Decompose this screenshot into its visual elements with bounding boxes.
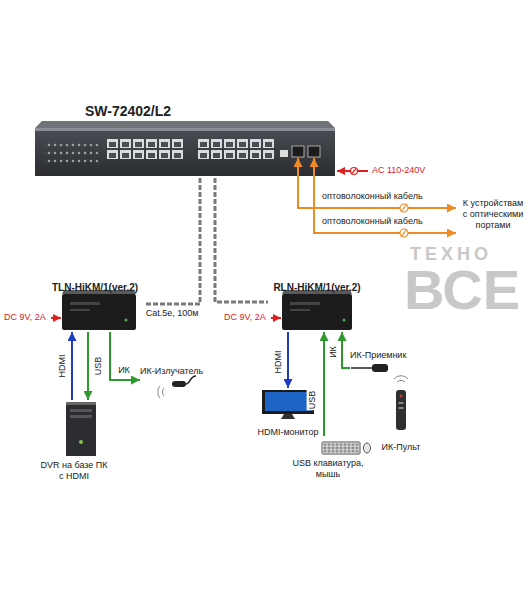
- pc-tower-top: [66, 402, 96, 405]
- device-caption: ИК-Излучатель: [140, 366, 203, 377]
- usb-arrow: [323, 332, 325, 436]
- ir-receiver: ИК-Приемник: [350, 344, 411, 374]
- ir-emitter: ИК-Излучатель: [140, 360, 208, 394]
- utp-cable: [215, 178, 268, 302]
- drive-bay: [70, 415, 92, 418]
- connector-label: USB: [93, 356, 104, 377]
- ir-arrow: [110, 332, 140, 380]
- switch-body: [35, 128, 335, 176]
- power-label: DC 9V, 2A: [4, 312, 46, 323]
- power-label: AC 110-240V: [372, 165, 425, 176]
- power-label: DC 9V, 2A: [224, 312, 266, 323]
- remote-button: [400, 395, 403, 398]
- ir-wave: [394, 376, 408, 379]
- mouse-icon: [364, 443, 371, 453]
- cable-label: оптоволоконный кабель: [322, 191, 423, 202]
- emitter-cable: [186, 376, 196, 384]
- monitor-stand: [281, 414, 295, 419]
- device-led: [125, 319, 128, 322]
- connector-label: Cat.5e, 100м: [145, 308, 200, 319]
- sfp-port: [292, 146, 304, 157]
- ir-wave: [158, 386, 160, 398]
- connector-label: USB: [307, 390, 318, 411]
- switch-leds: [44, 140, 98, 164]
- power-wire: [271, 317, 281, 319]
- rj45-ports: [197, 138, 275, 160]
- connector-label: HDMI: [273, 350, 284, 375]
- fiber-cable: [314, 158, 456, 233]
- device-detail: [70, 309, 90, 311]
- network-switch: SW-72402/L2: [35, 100, 335, 178]
- watermark: ВСЕ: [404, 262, 520, 318]
- ir-remote: ИК-Пульт: [378, 386, 424, 454]
- remote-icon: [396, 390, 406, 430]
- break-mark: [401, 229, 407, 237]
- break-mark: [400, 229, 408, 237]
- hdmi-arrow: [287, 332, 289, 388]
- device-detail: [70, 302, 100, 305]
- connector-label: ИК: [328, 345, 339, 359]
- drive-bay: [70, 409, 92, 412]
- keyboard-icon: [322, 442, 360, 454]
- device-caption: USB клавиатура, мышь: [288, 458, 368, 480]
- device-heading: RLN-HiKM/1(ver.2): [273, 282, 360, 294]
- fiber-cable: [298, 158, 456, 208]
- dvr-pc: DVR на базе ПК с HDMI: [38, 400, 124, 482]
- monitor-screen: [265, 392, 311, 411]
- switch-title: SW-72402/L2: [85, 103, 171, 120]
- hdmi-arrow: [71, 332, 73, 400]
- ir-emitter-icon: [172, 381, 186, 387]
- usb-arrow: [87, 332, 89, 400]
- device-heading: TLN-HiKM/1(ver.2): [52, 282, 138, 294]
- ir-arrow: [342, 332, 350, 368]
- ir-receiver-icon: [372, 364, 388, 372]
- switch-edge: [35, 128, 335, 131]
- device-caption: HDMI-монитор: [257, 427, 318, 438]
- pc-tower: [66, 402, 96, 456]
- sfp-port: [308, 146, 320, 157]
- receiver-cable: [351, 367, 372, 369]
- device-body: [62, 294, 136, 330]
- device-detail: [290, 302, 320, 305]
- remote-button: [399, 407, 404, 409]
- power-wire: [51, 317, 61, 319]
- device-caption: ИК-Пульт: [382, 442, 421, 453]
- power-led: [79, 440, 83, 444]
- extender-transmitter: TLN-HiKM/1(ver.2): [46, 277, 144, 332]
- rj45-ports: [106, 138, 184, 160]
- cable-label: оптоволоконный кабель: [322, 216, 423, 227]
- break-mark: [400, 204, 408, 212]
- connector-label: HDMI: [57, 354, 68, 379]
- device-body: [282, 294, 352, 330]
- extender-receiver: RLN-HiKM/1(ver.2): [268, 277, 366, 332]
- device-caption: ИК-Приемник: [350, 350, 406, 361]
- console-port: [280, 150, 288, 157]
- break-mark: [351, 168, 358, 175]
- utp-cable: [144, 178, 200, 304]
- destination-note: К устройствам с оптическими портами: [460, 198, 526, 230]
- device-led: [343, 319, 346, 322]
- keyboard-mouse: USB клавиатура, мышь: [288, 436, 374, 480]
- break-mark: [352, 168, 357, 174]
- ir-wave: [397, 380, 405, 382]
- device-detail: [290, 309, 310, 311]
- keyboard-keys: [323, 443, 359, 453]
- connector-label: ИК: [117, 365, 131, 376]
- switch-top: [35, 121, 335, 128]
- break-mark: [401, 204, 407, 212]
- remote-button: [399, 402, 404, 404]
- ir-wave: [162, 388, 164, 396]
- device-caption: DVR на базе ПК с HDMI: [38, 460, 110, 482]
